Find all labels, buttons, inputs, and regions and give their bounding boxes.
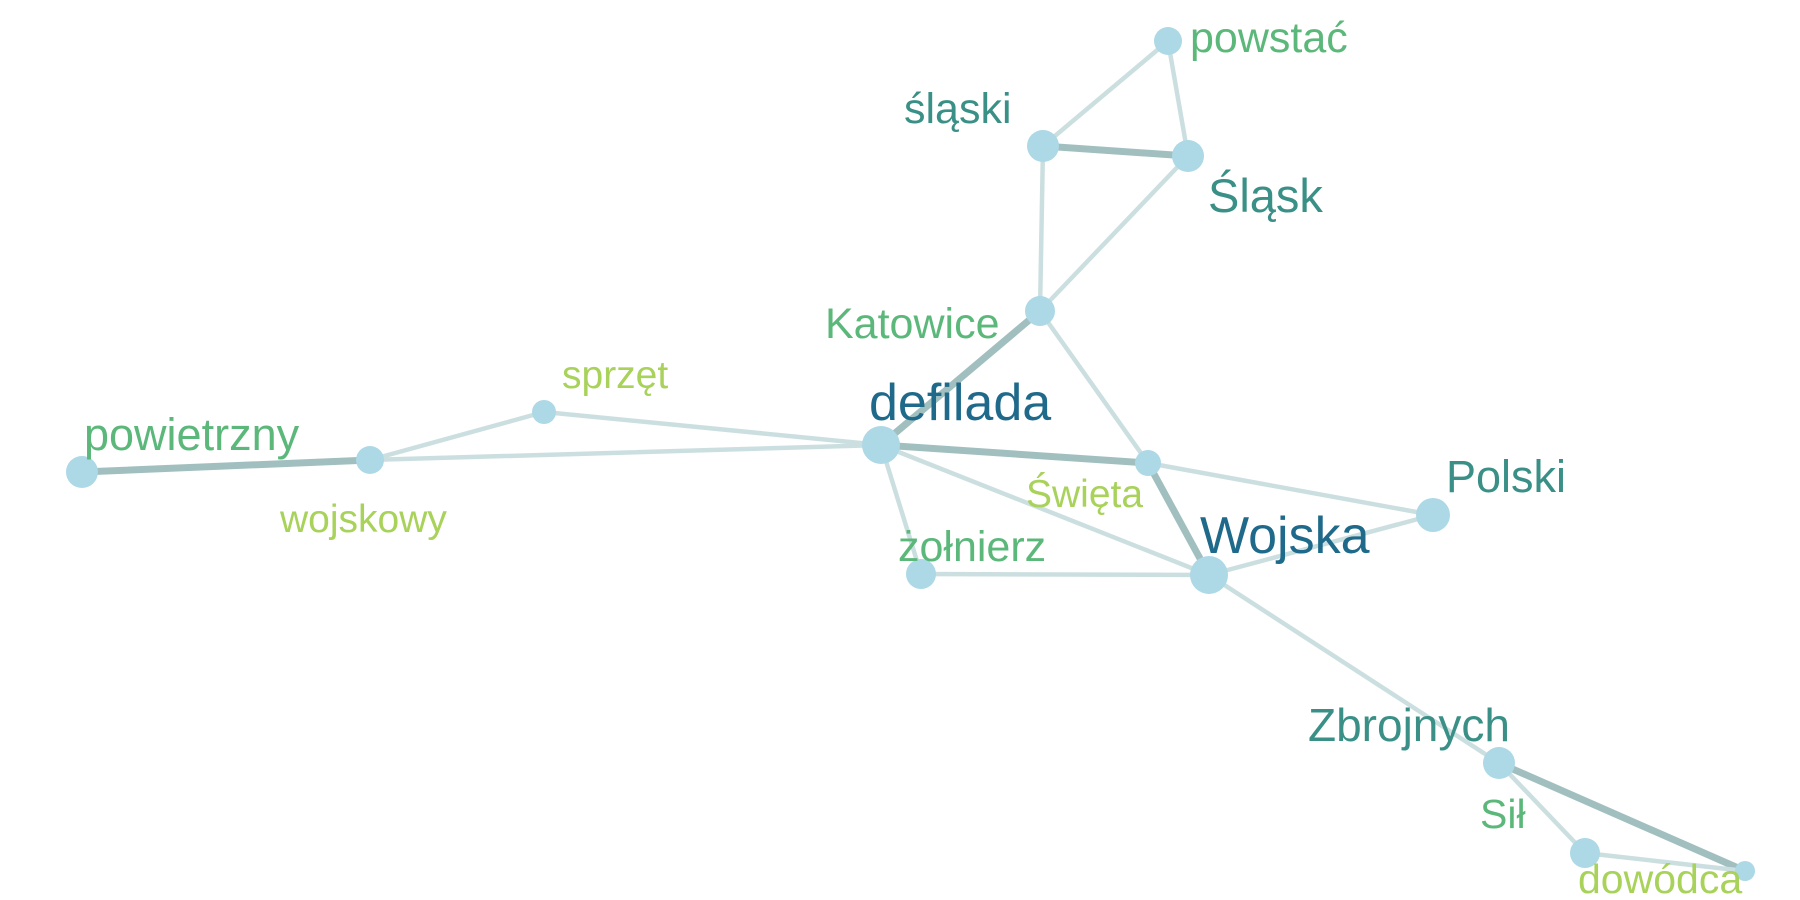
label-slaski: śląski xyxy=(904,85,1012,133)
node-polski[interactable] xyxy=(1416,498,1450,532)
node-powietrzny[interactable] xyxy=(66,456,98,488)
label-zbrojnych: Zbrojnych xyxy=(1308,699,1510,751)
edge-defilada-swieta xyxy=(877,441,1152,467)
edge-swieta-wojska xyxy=(1144,459,1213,579)
label-powietrzny: powietrzny xyxy=(84,409,300,460)
node-slaski[interactable] xyxy=(1027,130,1059,162)
node-powstac[interactable] xyxy=(1154,27,1182,55)
label-dowodca: dowódca xyxy=(1578,856,1742,900)
edge-zbrojnych-sil xyxy=(1496,760,1588,856)
node-slask[interactable] xyxy=(1172,140,1204,172)
edge-swieta-polski xyxy=(1145,460,1436,518)
edge-zolnierz-wojska xyxy=(918,571,1212,578)
node-wojska[interactable] xyxy=(1190,556,1228,594)
edges-layer xyxy=(78,38,1749,875)
node-sil[interactable] xyxy=(1570,838,1600,868)
node-zbrojnych[interactable] xyxy=(1483,747,1515,779)
edge-slaski-powstac xyxy=(1040,38,1171,149)
nodes-layer xyxy=(66,27,1755,881)
edge-powstac-slask xyxy=(1165,38,1191,159)
edge-powietrzny-wojskowy xyxy=(78,456,374,476)
edge-katowice-defilada xyxy=(877,307,1044,449)
edge-zbrojnych-dowodca xyxy=(1495,759,1749,875)
node-sprzet[interactable] xyxy=(532,400,556,424)
label-polski: Polski xyxy=(1446,451,1566,502)
node-katowice[interactable] xyxy=(1025,296,1055,326)
node-wojskowy[interactable] xyxy=(356,446,384,474)
label-sprzet: sprzęt xyxy=(562,354,668,397)
node-zolnierz[interactable] xyxy=(906,559,936,589)
label-swieta: Święta xyxy=(1026,471,1143,516)
label-wojskowy: wojskowy xyxy=(279,498,447,541)
label-sil: Sił xyxy=(1480,791,1526,837)
edge-slaski-katowice xyxy=(1037,143,1046,314)
node-dowodca[interactable] xyxy=(1735,861,1755,881)
edge-slask-katowice xyxy=(1037,153,1191,314)
edge-defilada-wojska xyxy=(878,442,1212,578)
edge-sil-dowodca xyxy=(1582,850,1748,874)
edge-katowice-swieta xyxy=(1037,308,1151,466)
edge-sprzet-wojskowy xyxy=(367,409,547,463)
edge-slaski-slask xyxy=(1039,142,1192,160)
label-zolnierz: żołnierz xyxy=(898,523,1046,571)
node-swieta[interactable] xyxy=(1135,450,1161,476)
edge-defilada-zolnierz xyxy=(878,442,924,577)
label-slask: Śląsk xyxy=(1208,169,1323,222)
edge-wojska-polski xyxy=(1206,512,1436,578)
label-powstac: powstać xyxy=(1190,14,1348,62)
edge-defilada-wojskowy xyxy=(367,442,884,463)
node-defilada[interactable] xyxy=(862,426,900,464)
label-defilada: defilada xyxy=(869,374,1051,432)
label-katowice: Katowice xyxy=(825,300,999,348)
edge-defilada-sprzet xyxy=(541,409,884,448)
edge-wojska-zbrojnych xyxy=(1206,572,1502,766)
label-wojska: Wojska xyxy=(1200,507,1370,565)
